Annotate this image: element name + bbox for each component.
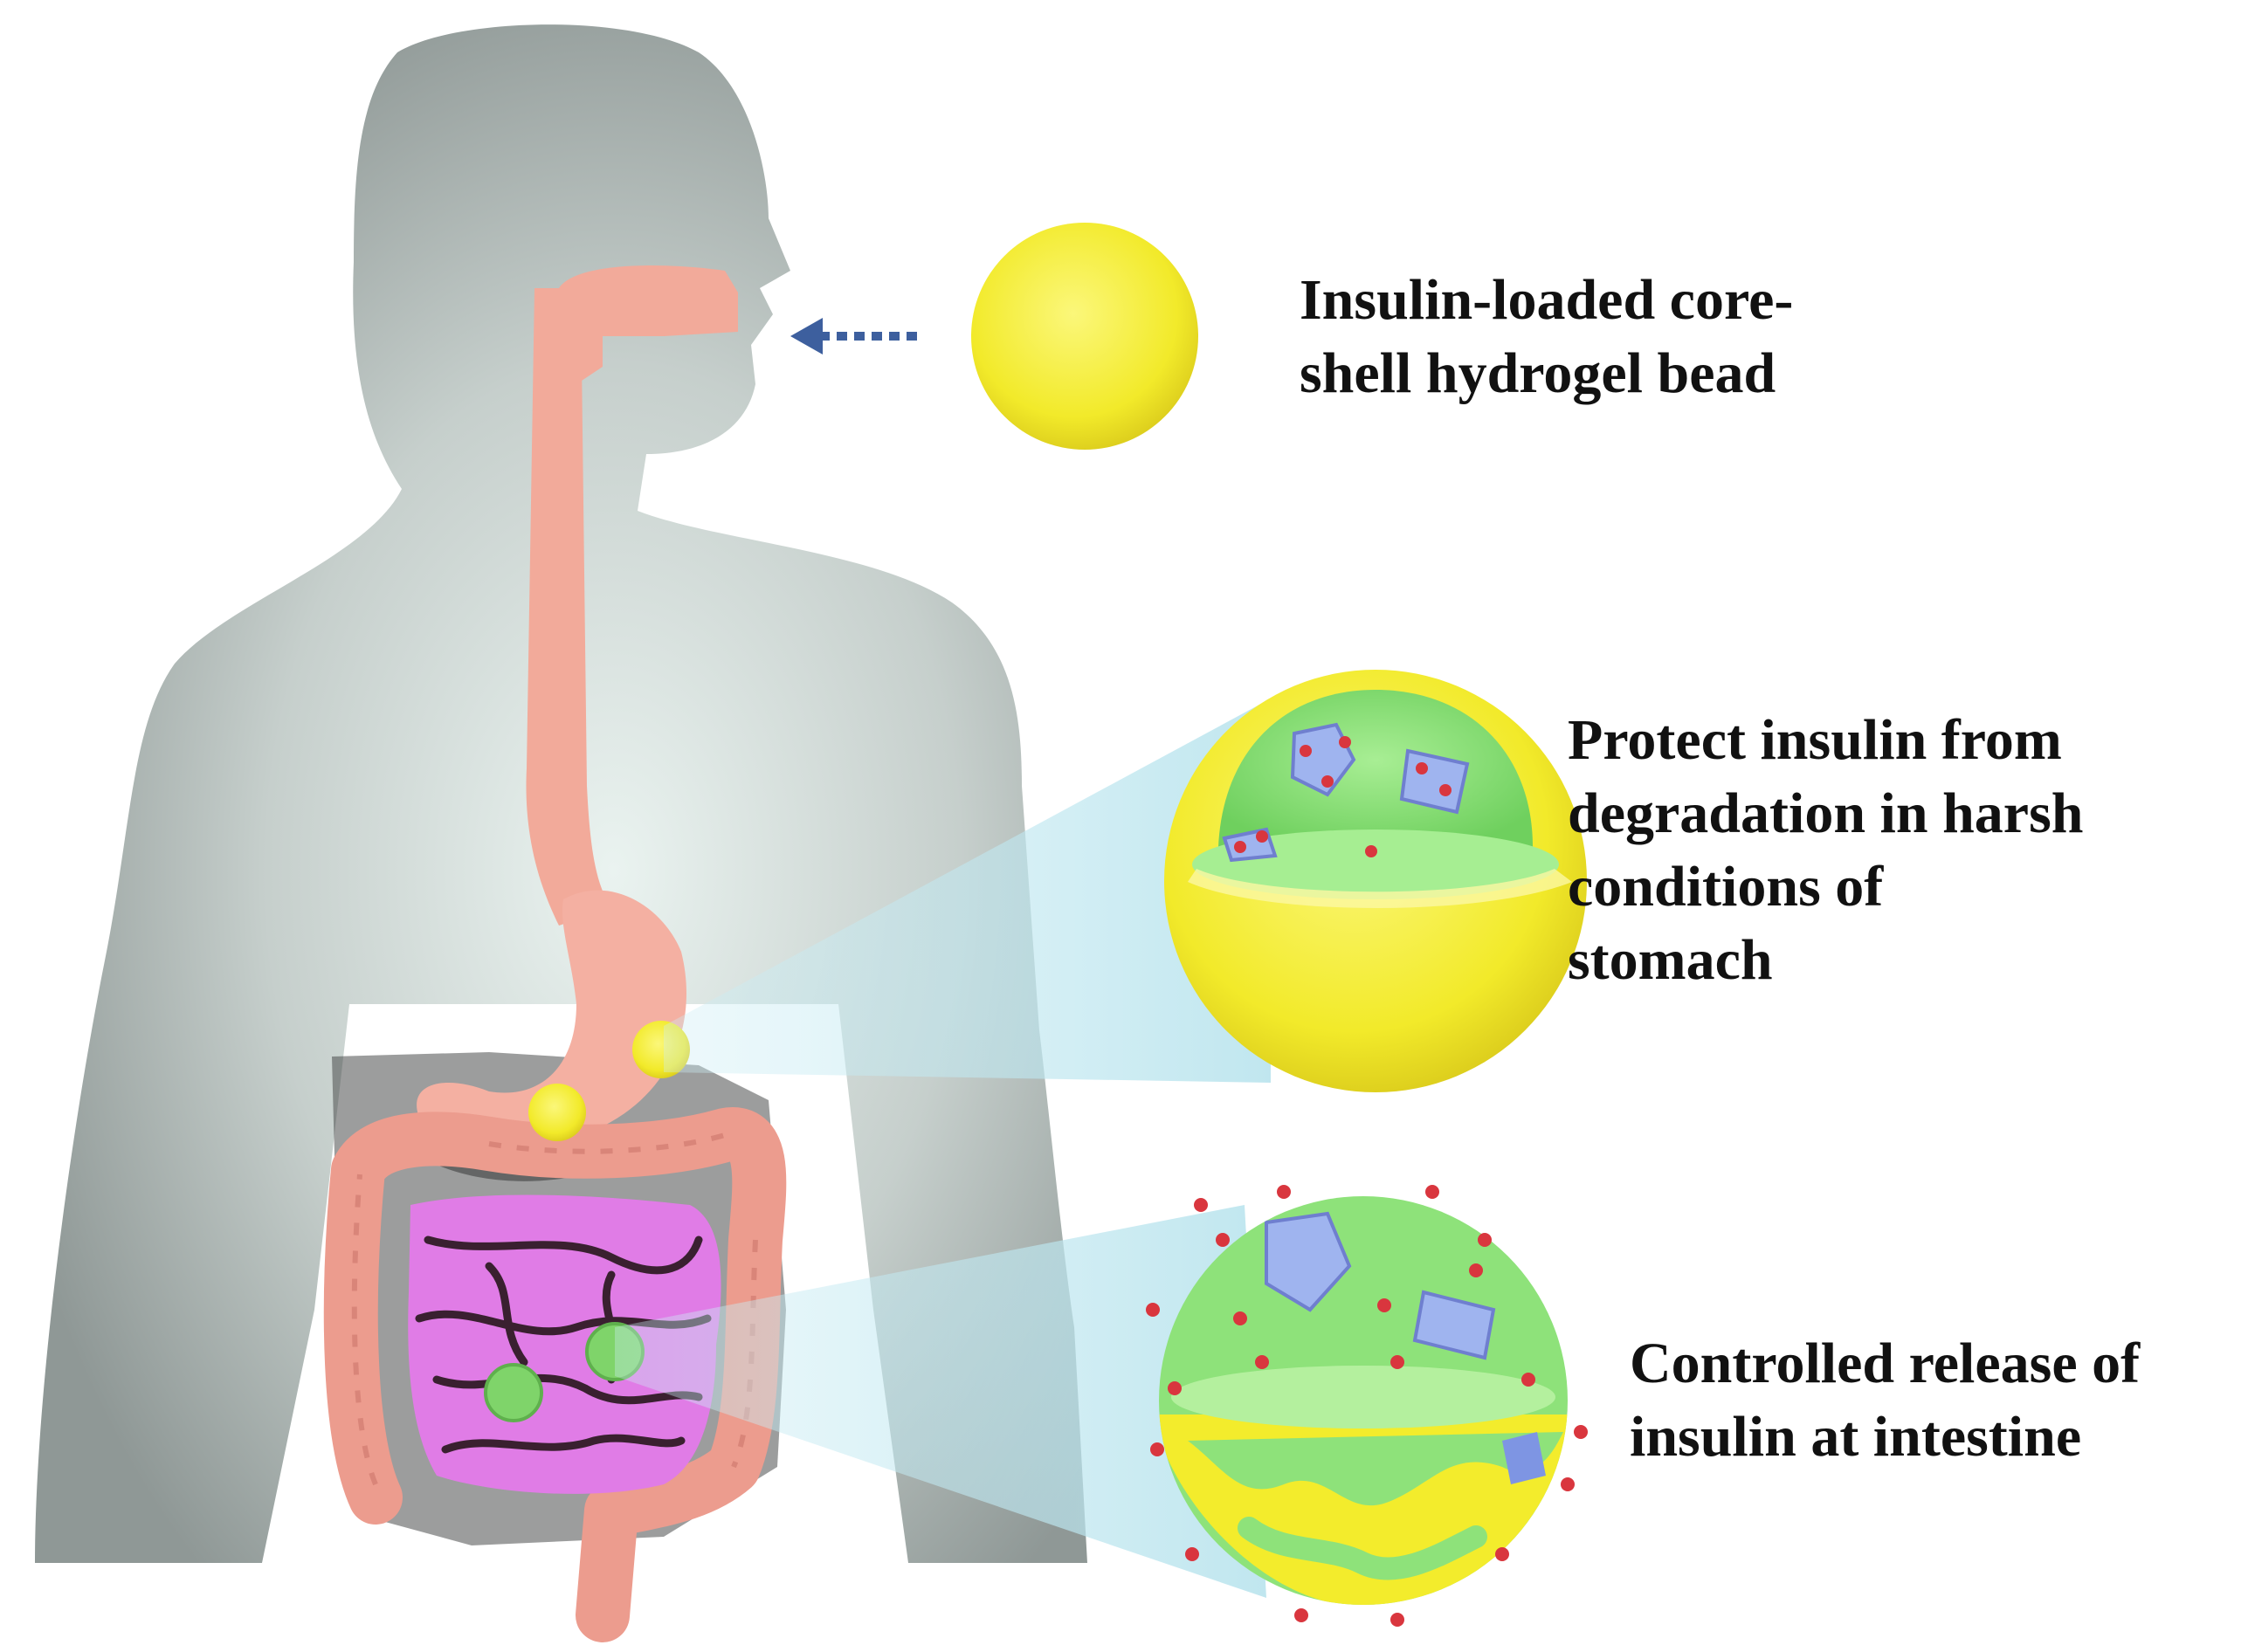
small-intestine-folds <box>415 1236 712 1454</box>
colon-texture <box>351 1132 758 1486</box>
colon <box>323 1107 787 1642</box>
stomach-caption-line-4: stomach <box>1568 928 1773 992</box>
stomach-bead-left <box>528 1084 586 1141</box>
intestine-bead-release <box>1146 1185 1588 1627</box>
insulin-aggregate-6 <box>1502 1432 1546 1484</box>
intestine-zoom-beam <box>615 1205 1266 1598</box>
esophagus <box>559 265 738 384</box>
hydrogel-bead <box>971 223 1198 450</box>
stomach-caption-line-1: Protect insulin from <box>1568 708 2062 772</box>
bead-caption: Insulin-loaded core- shell hydrogel bead <box>1300 264 1793 410</box>
arrow-to-mouth-icon <box>790 318 917 354</box>
intestine-bead-lower <box>484 1363 543 1422</box>
stomach-caption-line-2: degradation in harsh <box>1568 781 2084 845</box>
intestine-caption-line-2: insulin at intestine <box>1630 1405 2082 1469</box>
insulin-aggregate-2 <box>1399 748 1470 815</box>
stomach-bead-cutaway <box>1164 670 1587 1092</box>
insulin-aggregate-5 <box>1412 1290 1496 1360</box>
intestine-caption: Controlled release of insulin at intesti… <box>1630 1327 2140 1474</box>
bead-caption-line-2: shell hydrogel bead <box>1300 341 1776 405</box>
insulin-aggregate-1 <box>1290 722 1356 797</box>
released-insulin-dots <box>1146 1185 1588 1627</box>
bead-caption-line-1: Insulin-loaded core- <box>1300 268 1794 332</box>
insulin-aggregate-4 <box>1265 1211 1352 1312</box>
stomach-zoom-beam <box>664 699 1271 1083</box>
stomach-caption-line-3: conditions of <box>1568 855 1884 919</box>
esophagus-tube <box>526 288 611 926</box>
stomach <box>417 890 686 1149</box>
stomach-caption: Protect insulin from degradation in hars… <box>1568 704 2083 997</box>
intestine-caption-line-1: Controlled release of <box>1630 1332 2141 1395</box>
